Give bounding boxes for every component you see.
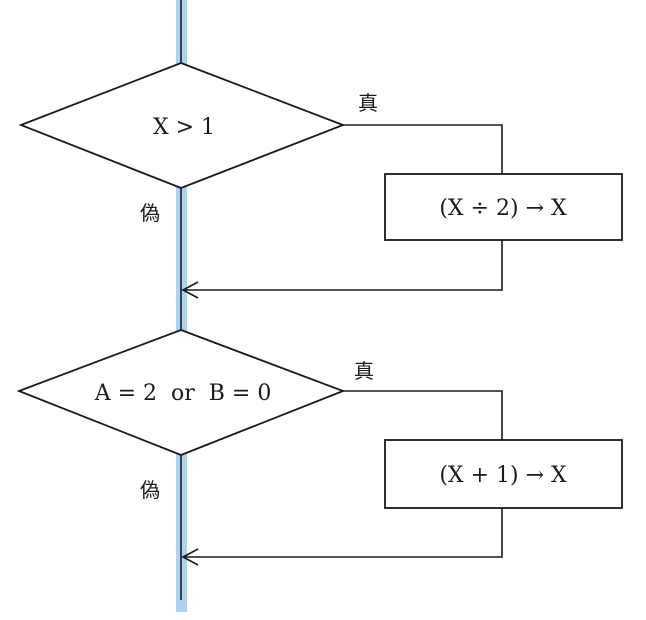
decision-2-condition: A = 2 or B = 0	[94, 381, 272, 406]
process-1-text: (X ÷ 2) → X	[439, 196, 567, 221]
decision-2-true-branch	[343, 390, 503, 440]
process-1-box	[384, 173, 623, 241]
decision-1-true-branch	[343, 124, 503, 174]
merge-2-arrowhead	[181, 548, 199, 566]
decision-1-false-label: 偽	[140, 201, 160, 225]
decision-2-false-label: 偽	[140, 478, 160, 502]
process-2-return-line	[183, 508, 503, 558]
decision-2-true-label: 真	[354, 359, 374, 383]
decision-1-true-label: 真	[358, 91, 378, 115]
decision-1-condition: X > 1	[153, 115, 215, 140]
merge-1-arrowhead	[181, 281, 199, 299]
process-2-box	[384, 439, 623, 509]
process-1-return-line	[183, 240, 503, 291]
process-2-text: (X + 1) → X	[439, 463, 567, 488]
